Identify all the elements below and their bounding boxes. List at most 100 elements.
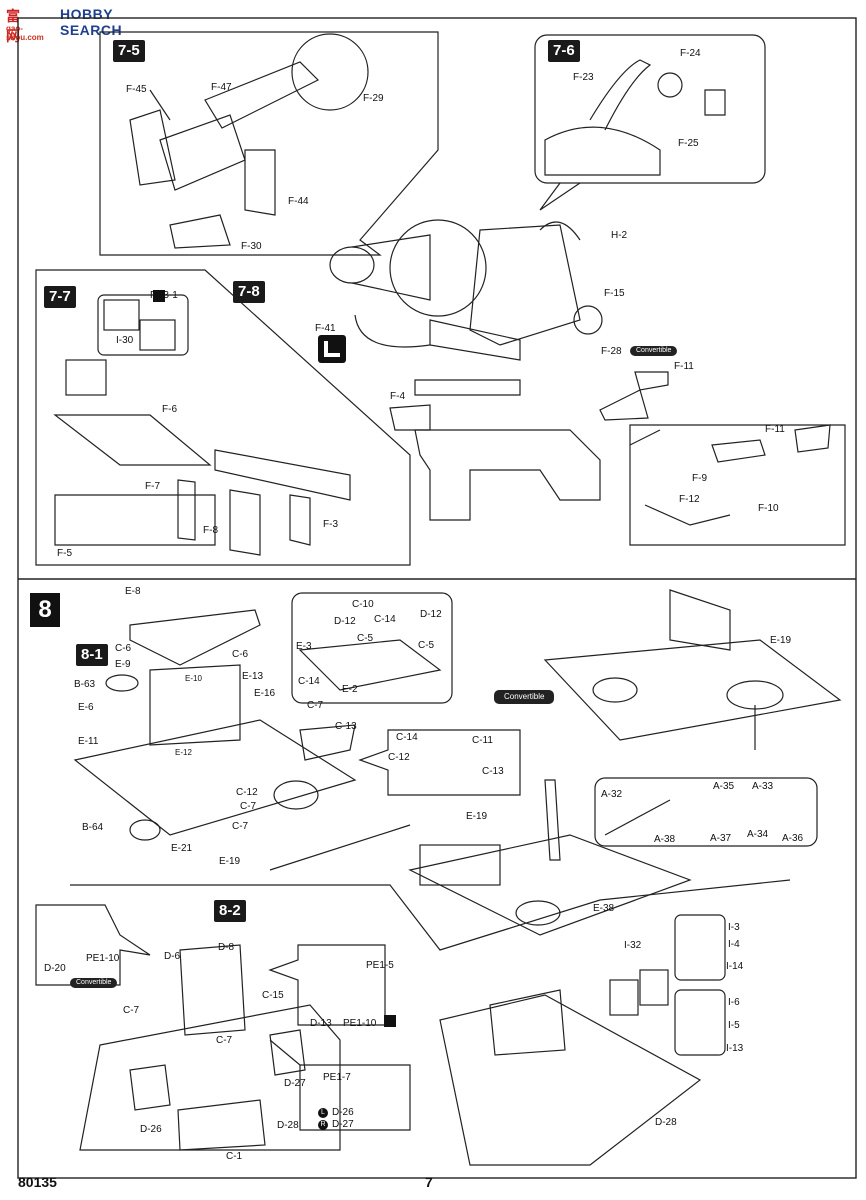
part-label: D-27 (284, 1078, 306, 1089)
callout-8-2-left (35, 904, 151, 986)
part-label: E-38 (593, 903, 615, 914)
part-label: F-23 (573, 72, 594, 83)
part-label: C-13 (482, 766, 504, 777)
part-label: F-6 (162, 404, 177, 415)
lower-hull-drawing (408, 779, 692, 936)
part-label: F-24 (680, 48, 701, 59)
part-label: F-45 (126, 84, 147, 95)
callout-7-6 (534, 34, 766, 184)
part-label: F-29 (363, 93, 384, 104)
cement-icon (318, 335, 346, 363)
part-label: F-11 (765, 424, 785, 435)
main-gun-drawing (329, 219, 603, 361)
convertible-hull-drawing (543, 589, 842, 750)
part-label: I-5 (728, 1020, 740, 1031)
part-label: F-44 (288, 196, 309, 207)
part-label: C-7 (240, 801, 257, 812)
callout-7-7 (35, 269, 411, 566)
convertible-tag: Convertible (630, 346, 678, 356)
callout-seat (629, 424, 846, 546)
front-plate-drawing (79, 944, 341, 1151)
photo-etch-icon (153, 290, 165, 302)
part-label: D-27 (332, 1119, 354, 1130)
part-label: F-5 (57, 548, 72, 559)
part-label: C-7 (123, 1005, 140, 1016)
part-label: I-13 (726, 1043, 744, 1054)
gun-barrel-drawing (129, 33, 369, 249)
part-label: A-33 (752, 781, 774, 792)
part-label: C-1 (226, 1151, 243, 1162)
part-label: E-12 (175, 748, 192, 757)
part-label: D-28 (655, 1117, 677, 1128)
part-label: C-6 (232, 649, 249, 660)
part-label: F-12 (679, 494, 700, 505)
part-label: F-41 (315, 323, 336, 334)
page-number: 7 (425, 1174, 433, 1190)
left-marker-icon: L (318, 1108, 328, 1118)
part-label: E-10 (185, 674, 202, 683)
part-label: A-32 (601, 789, 623, 800)
part-label: C-15 (262, 990, 284, 1001)
callout-8-2-chain (268, 944, 386, 1026)
part-label: PE1-10 (343, 1018, 377, 1029)
part-label: E-9 (115, 659, 131, 670)
part-label: I-14 (726, 961, 744, 972)
sight-drawing (544, 59, 726, 176)
photo-etch-icon-2 (384, 1015, 396, 1027)
part-label: F-3 (323, 519, 338, 530)
part-label: PE1-5 (366, 960, 394, 971)
part-label: F-10 (758, 503, 779, 514)
part-label: D-13 (310, 1018, 332, 1029)
part-label: E-19 (770, 635, 792, 646)
part-label: E-13 (242, 671, 264, 682)
part-label: F-9 (692, 473, 707, 484)
part-label: C-7 (307, 700, 324, 711)
part-label: D-28 (277, 1120, 299, 1131)
page-border (17, 17, 857, 1179)
part-label: C-5 (418, 640, 435, 651)
convertible-tag-small: Convertible (70, 978, 118, 988)
part-label: E-6 (78, 702, 94, 713)
seat-drawing (599, 371, 831, 526)
part-label: H-2 (611, 230, 628, 241)
part-label: A-35 (713, 781, 735, 792)
part-label: F-25 (678, 138, 699, 149)
part-label: I-4 (728, 939, 740, 950)
part-label: B-64 (82, 822, 104, 833)
armour-plate-drawing (439, 914, 726, 1166)
hull-plate-drawing (73, 609, 357, 841)
part-label: PE1-10 (86, 953, 120, 964)
part-label: C-12 (388, 752, 410, 763)
part-label: F-8 (203, 525, 218, 536)
part-label: E-3 (296, 641, 312, 652)
part-label: A-37 (710, 833, 732, 844)
part-label: E-11 (78, 736, 99, 747)
callout-7-5 (99, 31, 439, 256)
callout-c12 (358, 729, 521, 796)
callout-8-1-detail (291, 592, 453, 704)
part-label: D-12 (334, 616, 356, 627)
part-label: D-26 (140, 1124, 162, 1135)
convertible-arrow-tag: Convertible (494, 690, 555, 704)
part-label: C-14 (298, 676, 320, 687)
step-7-5-badge: 7-5 (113, 40, 145, 62)
part-label: F-28 (601, 346, 622, 357)
part-label: C-12 (236, 787, 258, 798)
kit-number: 80135 (18, 1174, 57, 1190)
step-7-6-badge: 7-6 (548, 40, 580, 62)
part-label: E-16 (254, 688, 276, 699)
part-label: C-7 (216, 1035, 233, 1046)
part-label: A-34 (747, 829, 769, 840)
step-7-8-badge: 7-8 (233, 281, 265, 303)
part-label: C-13 (335, 721, 357, 732)
part-label: D-26 (332, 1107, 354, 1118)
part-label: D-6 (164, 951, 181, 962)
part-label: D-8 (218, 942, 235, 953)
step-8-1-badge: 8-1 (76, 644, 108, 666)
step-8-badge: 8 (30, 593, 60, 627)
part-label: D-12 (420, 609, 442, 620)
part-label: C-11 (472, 735, 493, 746)
part-label: D-20 (44, 963, 66, 974)
callout-7-6-pointer (539, 182, 581, 211)
part-label: F-15 (604, 288, 625, 299)
